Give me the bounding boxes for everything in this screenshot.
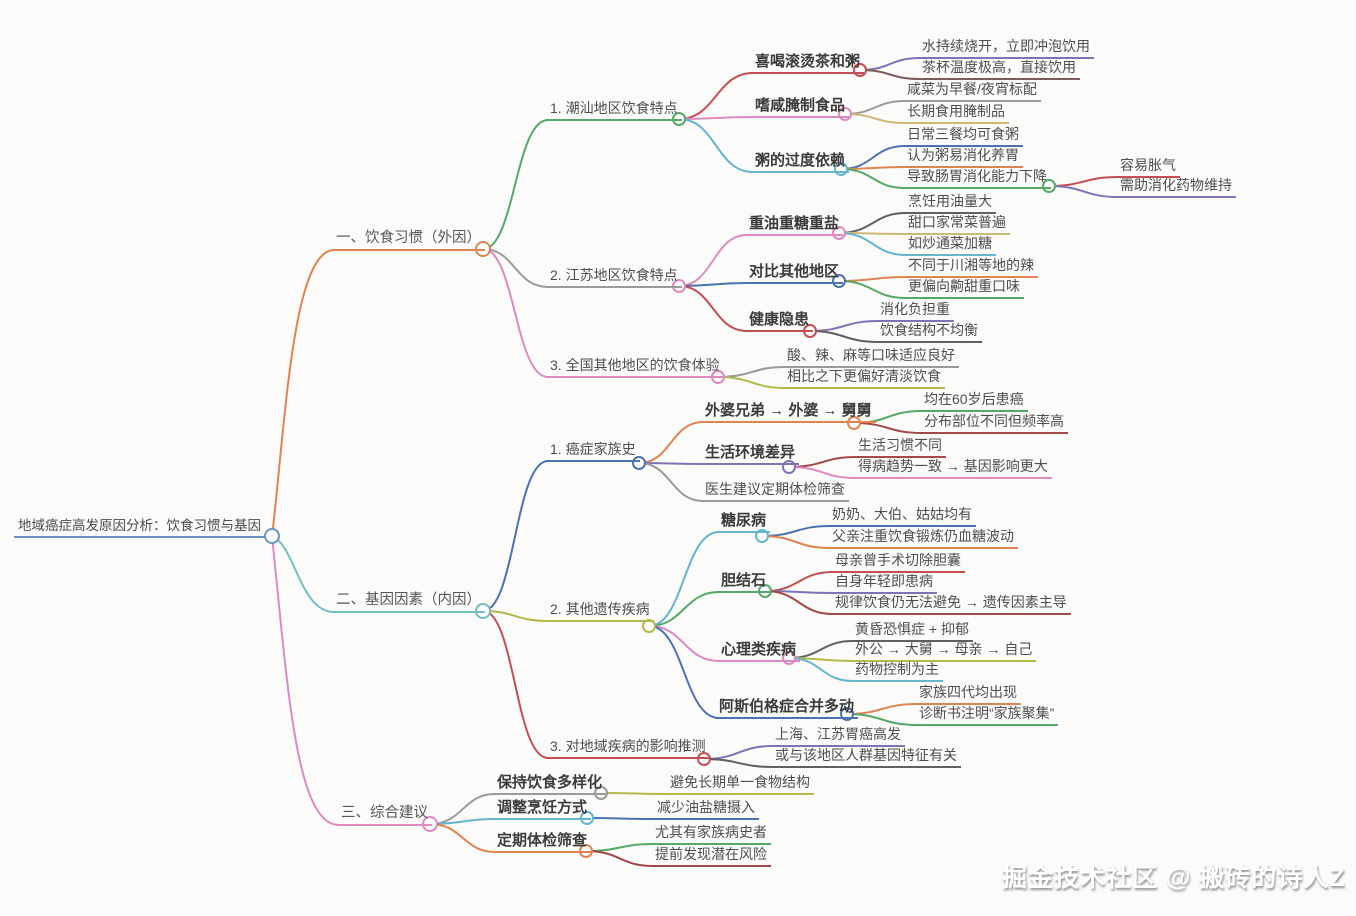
- mind-leaf[interactable]: 需助消化药物维持: [1116, 176, 1236, 198]
- collapse-dot[interactable]: [697, 752, 711, 766]
- branch-advice[interactable]: 三、综合建议: [337, 804, 432, 826]
- mind-leaf[interactable]: 茶杯温度极高，直接饮用: [918, 58, 1080, 80]
- key-asperger-adhd[interactable]: 阿斯伯格症合并多动: [715, 697, 859, 719]
- branch-diet-habits[interactable]: 一、饮食习惯（外因）: [332, 229, 485, 251]
- key-salty-pickled[interactable]: 嗜咸腌制食品: [751, 96, 850, 118]
- key-diverse-diet[interactable]: 保持饮食多样化: [493, 773, 607, 795]
- key-digest-decline[interactable]: 导致肠胃消化能力下降: [903, 167, 1051, 189]
- collapse-dot[interactable]: [832, 274, 846, 288]
- mind-leaf[interactable]: 长期食用腌制品: [903, 102, 1009, 124]
- branch-gene-factors[interactable]: 二、基因因素（内因）: [332, 591, 485, 613]
- key-compare-regions[interactable]: 对比其他地区: [745, 262, 844, 284]
- mind-leaf[interactable]: 或与该地区人群基因特征有关: [771, 746, 961, 768]
- node-shantou-diet[interactable]: 1. 潮汕地区饮食特点: [546, 99, 682, 121]
- mind-leaf[interactable]: 认为粥易消化养胃: [903, 146, 1023, 168]
- node-other-regions[interactable]: 3. 全国其他地区的饮食体验: [546, 356, 724, 378]
- mind-leaf[interactable]: 咸菜为早餐/夜宵标配: [903, 80, 1041, 102]
- mind-leaf[interactable]: 相比之下更偏好清淡饮食: [783, 367, 945, 389]
- mind-leaf[interactable]: 药物控制为主: [851, 660, 943, 682]
- mind-leaf[interactable]: 父亲注重饮食锻炼仍血糖波动: [828, 527, 1018, 549]
- mind-leaf[interactable]: 母亲曾手术切除胆囊: [831, 551, 965, 573]
- mind-leaf[interactable]: 医生建议定期体检筛查: [701, 480, 849, 502]
- mind-leaf[interactable]: 分布部位不同但频率高: [920, 412, 1068, 434]
- mind-leaf[interactable]: 家族四代均出现: [915, 683, 1021, 705]
- mind-leaf[interactable]: 减少油盐糖摄入: [653, 798, 759, 820]
- mind-leaf[interactable]: 不同于川湘等地的辣: [904, 256, 1038, 278]
- mind-leaf[interactable]: 如炒通菜加糖: [904, 234, 996, 256]
- collapse-dot[interactable]: [755, 529, 769, 543]
- mind-leaf[interactable]: 诊断书注明“家族聚集”: [915, 704, 1059, 726]
- mind-leaf[interactable]: 尤其有家族病史者: [651, 823, 771, 845]
- mind-leaf[interactable]: 规律饮食仍无法避免 → 遗传因素主导: [831, 593, 1071, 615]
- watermark: 掘金技术社区 @ 搬砖的诗人Z: [1002, 864, 1346, 892]
- node-jiangsu-diet[interactable]: 2. 江苏地区饮食特点: [546, 266, 682, 288]
- key-grandma-line[interactable]: 外婆兄弟 → 外婆 → 舅舅: [701, 401, 876, 423]
- collapse-dot[interactable]: [264, 528, 280, 544]
- collapse-dot[interactable]: [1042, 179, 1056, 193]
- mind-leaf[interactable]: 容易胀气: [1116, 156, 1180, 178]
- mind-leaf[interactable]: 黄昏恐惧症 + 抑郁: [851, 620, 973, 642]
- mind-leaf[interactable]: 甜口家常菜普遍: [904, 213, 1010, 235]
- node-cancer-family[interactable]: 1. 癌症家族史: [546, 440, 640, 462]
- mind-leaf[interactable]: 奶奶、大伯、姑姑均有: [828, 505, 976, 527]
- key-mental-illness[interactable]: 心理类疾病: [717, 640, 801, 662]
- key-health-risk[interactable]: 健康隐患: [745, 310, 814, 332]
- mind-leaf[interactable]: 生活习惯不同: [854, 436, 946, 458]
- key-cooking-adjust[interactable]: 调整烹饪方式: [493, 798, 592, 820]
- mind-leaf[interactable]: 提前发现潜在风险: [651, 845, 771, 867]
- node-other-hereditary[interactable]: 2. 其他遗传疾病: [546, 600, 654, 622]
- mind-leaf[interactable]: 酸、辣、麻等口味适应良好: [783, 346, 959, 368]
- mind-leaf[interactable]: 消化负担重: [876, 300, 954, 322]
- mind-leaf[interactable]: 更偏向齁甜重口味: [904, 277, 1024, 299]
- mind-leaf[interactable]: 均在60岁后患癌: [920, 390, 1028, 412]
- node-root[interactable]: 地域癌症高发原因分析：饮食习惯与基因: [14, 516, 265, 538]
- connector-lines: [271, 57, 1119, 867]
- node-regional-inference[interactable]: 3. 对地域疾病的影响推测: [546, 737, 710, 759]
- key-environment-diff[interactable]: 生活环境差异: [701, 443, 800, 465]
- key-porridge-reliance[interactable]: 粥的过度依赖: [751, 151, 850, 173]
- key-hot-tea-porridge[interactable]: 喜喝滚烫茶和粥: [751, 52, 865, 74]
- mind-leaf[interactable]: 饮食结构不均衡: [876, 321, 982, 343]
- mind-leaf[interactable]: 外公 → 大舅 → 母亲 → 自己: [851, 640, 1037, 662]
- collapse-dots: [264, 63, 1056, 858]
- collapse-dot[interactable]: [847, 416, 861, 430]
- key-regular-checkup[interactable]: 定期体检筛查: [493, 831, 592, 853]
- mind-leaf[interactable]: 自身年轻即患病: [831, 572, 937, 594]
- key-gallstone[interactable]: 胆结石: [717, 571, 771, 593]
- mind-leaf[interactable]: 避免长期单一食物结构: [666, 773, 814, 795]
- mind-leaf[interactable]: 得病趋势一致 → 基因影响更大: [854, 457, 1052, 479]
- key-diabetes[interactable]: 糖尿病: [717, 511, 771, 533]
- mind-leaf[interactable]: 日常三餐均可食粥: [903, 125, 1023, 147]
- collapse-dot[interactable]: [832, 226, 846, 240]
- mind-leaf[interactable]: 烹饪用油量大: [904, 192, 996, 214]
- key-oil-sugar-salt[interactable]: 重油重糖重盐: [745, 214, 844, 236]
- mind-leaf[interactable]: 上海、江苏胃癌高发: [771, 725, 905, 747]
- mind-leaf[interactable]: 水持续烧开，立即冲泡饮用: [918, 37, 1094, 59]
